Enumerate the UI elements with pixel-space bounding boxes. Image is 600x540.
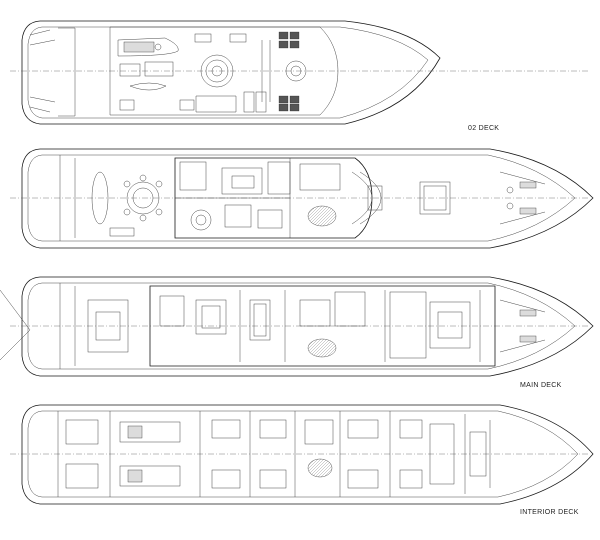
deck-plan-main [0,276,594,377]
deck-plan-bridge [10,148,594,249]
deck-label-02: 02 DECK [468,125,500,132]
deck-label-interior: INTERIOR DECK [520,509,579,516]
deck-plan-02 [10,20,590,125]
deck-plan-interior [10,404,594,505]
deck-label-main: MAIN DECK [520,382,562,389]
